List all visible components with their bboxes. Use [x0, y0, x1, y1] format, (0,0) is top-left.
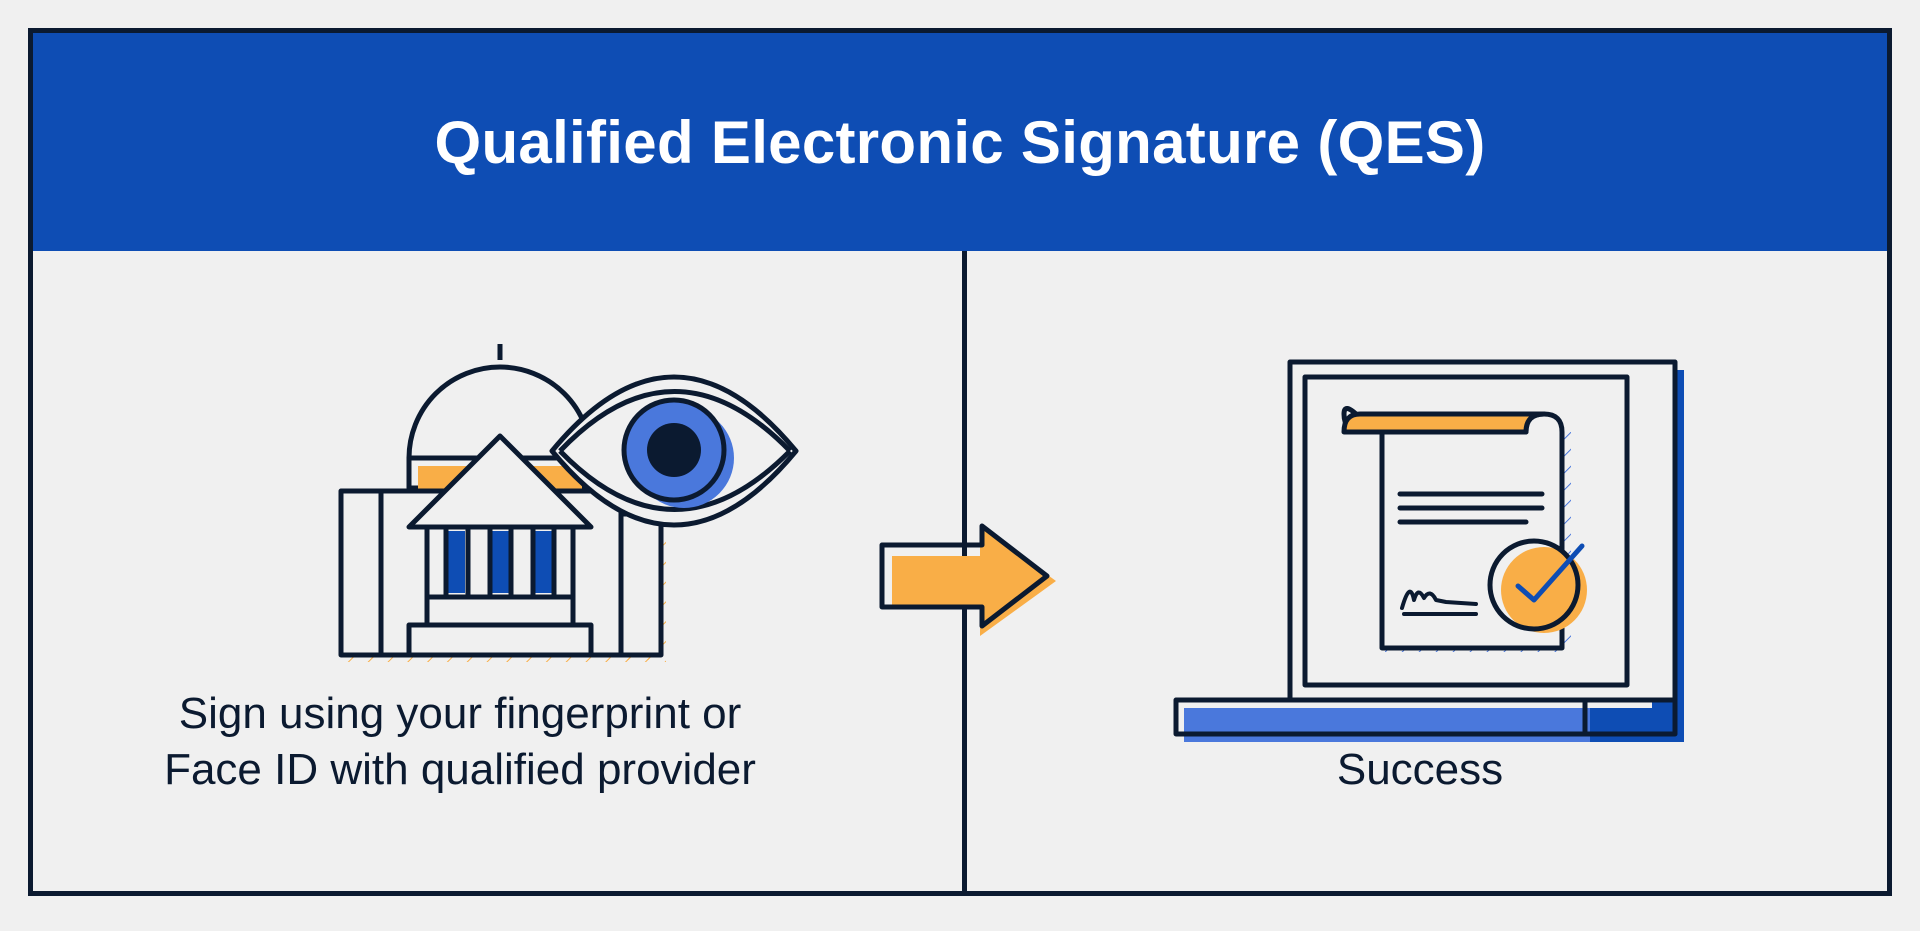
arrow-right-icon [879, 523, 1056, 636]
header-banner: Qualified Electronic Signature (QES) [33, 33, 1887, 251]
left-panel-caption: Sign using your fingerprint or Face ID w… [60, 686, 860, 798]
diagram-title: Qualified Electronic Signature (QES) [434, 108, 1486, 176]
left-caption-line-1: Sign using your fingerprint or [178, 689, 742, 738]
eye-icon [549, 374, 799, 528]
right-panel-caption: Success [1336, 745, 1504, 794]
check-badge-icon [1487, 538, 1587, 633]
left-caption-line-2: Face ID with qualified provider [164, 745, 756, 794]
